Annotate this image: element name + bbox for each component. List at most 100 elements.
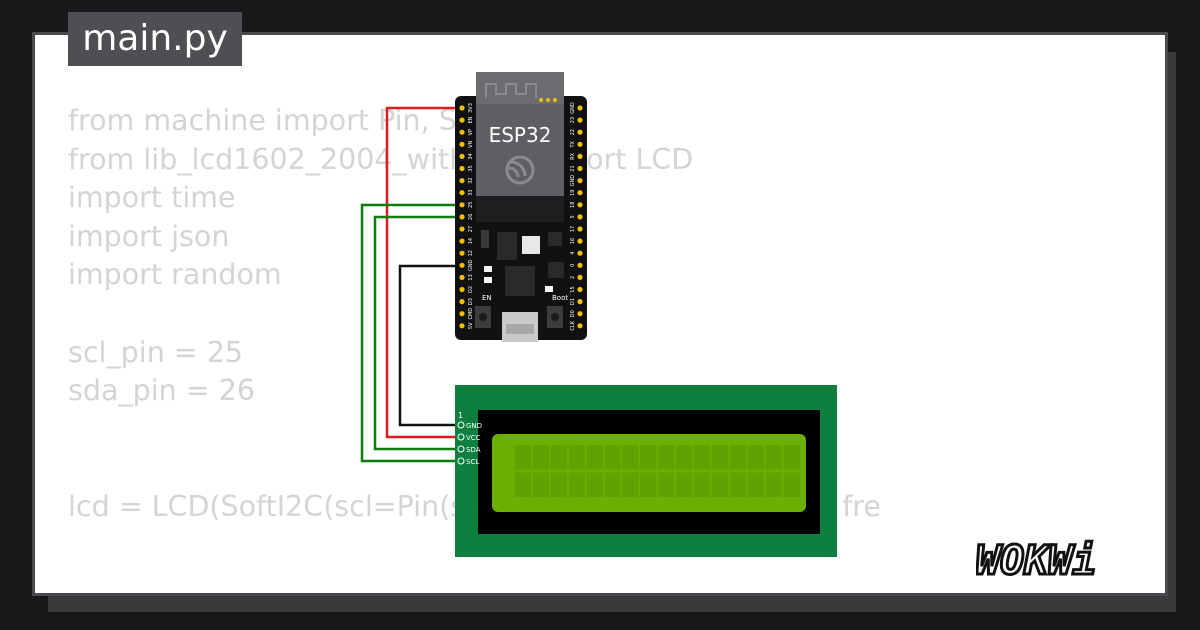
lcd-cell <box>747 472 764 497</box>
pin-4[interactable] <box>577 250 583 256</box>
pin-gnd[interactable] <box>577 105 583 111</box>
lcd-cell <box>676 445 693 470</box>
wire-sda <box>373 215 462 451</box>
lcd-cell <box>568 445 585 470</box>
pin-label: 18 <box>570 202 576 208</box>
pin-vn[interactable] <box>459 141 465 147</box>
espressif-icon <box>505 155 535 185</box>
lcd-pin-sda[interactable] <box>457 445 465 453</box>
lcd-cell <box>604 445 621 470</box>
pin-34[interactable] <box>459 153 465 159</box>
lcd-cell <box>747 445 764 470</box>
pin-label: 12 <box>468 250 474 256</box>
lcd-cell <box>586 472 603 497</box>
pin-label: 4 <box>570 252 576 255</box>
code-line: import json <box>68 219 230 253</box>
pin-23[interactable] <box>577 117 583 123</box>
pin-13[interactable] <box>459 274 465 280</box>
pin-tx[interactable] <box>577 141 583 147</box>
en-label: EN <box>482 294 492 302</box>
lcd-pin-label: GND <box>466 422 482 430</box>
code-line: sda_pin = 26 <box>68 374 255 408</box>
pin-label: 21 <box>570 165 576 171</box>
pin-5v[interactable] <box>459 323 465 329</box>
pin-clk[interactable] <box>577 323 583 329</box>
lcd-cell <box>568 472 585 497</box>
pin-label: D0 <box>570 310 576 317</box>
pin-label: CMD <box>468 308 474 320</box>
pin-d3[interactable] <box>459 299 465 305</box>
pin-22[interactable] <box>577 129 583 135</box>
pin-5[interactable] <box>577 214 583 220</box>
lcd-pin-vcc[interactable] <box>457 433 465 441</box>
pin-vp[interactable] <box>459 129 465 135</box>
pin-14[interactable] <box>459 238 465 244</box>
logo-text: WOKWi <box>976 538 1096 584</box>
pin-gnd[interactable] <box>459 262 465 268</box>
pin-gnd[interactable] <box>577 178 583 184</box>
lcd-cell <box>550 472 567 497</box>
lcd-cell <box>658 472 675 497</box>
pin-21[interactable] <box>577 165 583 172</box>
pin-19[interactable] <box>577 190 583 196</box>
pin-label: 5V <box>468 322 474 329</box>
pin-label: GND <box>570 102 576 114</box>
lcd-pin-label: SCL <box>466 458 479 466</box>
code-line: import random <box>68 258 282 292</box>
pin-0[interactable] <box>577 262 583 268</box>
pin-label: TX <box>570 140 576 148</box>
lcd-cell <box>586 445 603 470</box>
pin-label: 35 <box>468 165 474 171</box>
lcd-pin1-label: 1 <box>458 411 463 420</box>
pin-33[interactable] <box>459 190 465 196</box>
lcd-pin-gnd[interactable] <box>457 421 465 429</box>
pin-label: 2 <box>570 276 576 279</box>
pin-label: D1 <box>570 298 576 305</box>
pin-label: D2 <box>468 286 474 293</box>
lcd-cell <box>765 472 782 497</box>
lcd-pin-label: SDA <box>466 446 481 454</box>
pin-16[interactable] <box>577 238 583 244</box>
wire-vcc <box>385 106 462 439</box>
pin-18[interactable] <box>577 202 583 208</box>
esp32-shield <box>476 104 564 196</box>
pin-15[interactable] <box>577 286 583 293</box>
pin-d2[interactable] <box>459 286 465 293</box>
lcd-cell <box>694 445 711 470</box>
pin-32[interactable] <box>459 178 465 184</box>
left-pin-header: 3V3ENVPVN343532332526271412GND13D2D3CMD5… <box>459 103 474 329</box>
wokwi-logo: WOKWi <box>976 537 1098 586</box>
pin-label: 27 <box>468 226 474 232</box>
pin-d1[interactable] <box>577 299 583 305</box>
pin-en[interactable] <box>459 117 465 123</box>
pin-17[interactable] <box>577 226 583 232</box>
pin-rx[interactable] <box>577 153 583 159</box>
pin-label: VN <box>468 140 474 147</box>
pin-3v3[interactable] <box>459 105 465 111</box>
pin-label: 0 <box>570 264 576 267</box>
pin-cmd[interactable] <box>459 311 465 317</box>
pin-27[interactable] <box>459 226 465 232</box>
file-tab[interactable]: main.py <box>68 12 242 66</box>
pin-label: EN <box>468 116 474 123</box>
pin-label: GND <box>570 175 576 187</box>
lcd-cell <box>622 472 639 497</box>
lcd-pin-scl[interactable] <box>457 457 465 465</box>
lcd-cell <box>640 472 657 497</box>
pin-35[interactable] <box>459 165 465 172</box>
pin-12[interactable] <box>459 250 465 256</box>
pin-25[interactable] <box>459 202 465 208</box>
pin-label: 23 <box>570 117 576 123</box>
pin-label: 19 <box>570 190 576 196</box>
esp32-board[interactable]: ESP32 EN Boot 3V3ENVPVN34353233252627141… <box>455 72 587 342</box>
pin-26[interactable] <box>459 214 465 220</box>
pin-d0[interactable] <box>577 311 583 317</box>
lcd-cell <box>783 445 800 470</box>
pin-label: 34 <box>468 153 474 159</box>
lcd-cell <box>783 472 800 497</box>
pin-2[interactable] <box>577 274 583 280</box>
lcd-cell <box>604 472 621 497</box>
